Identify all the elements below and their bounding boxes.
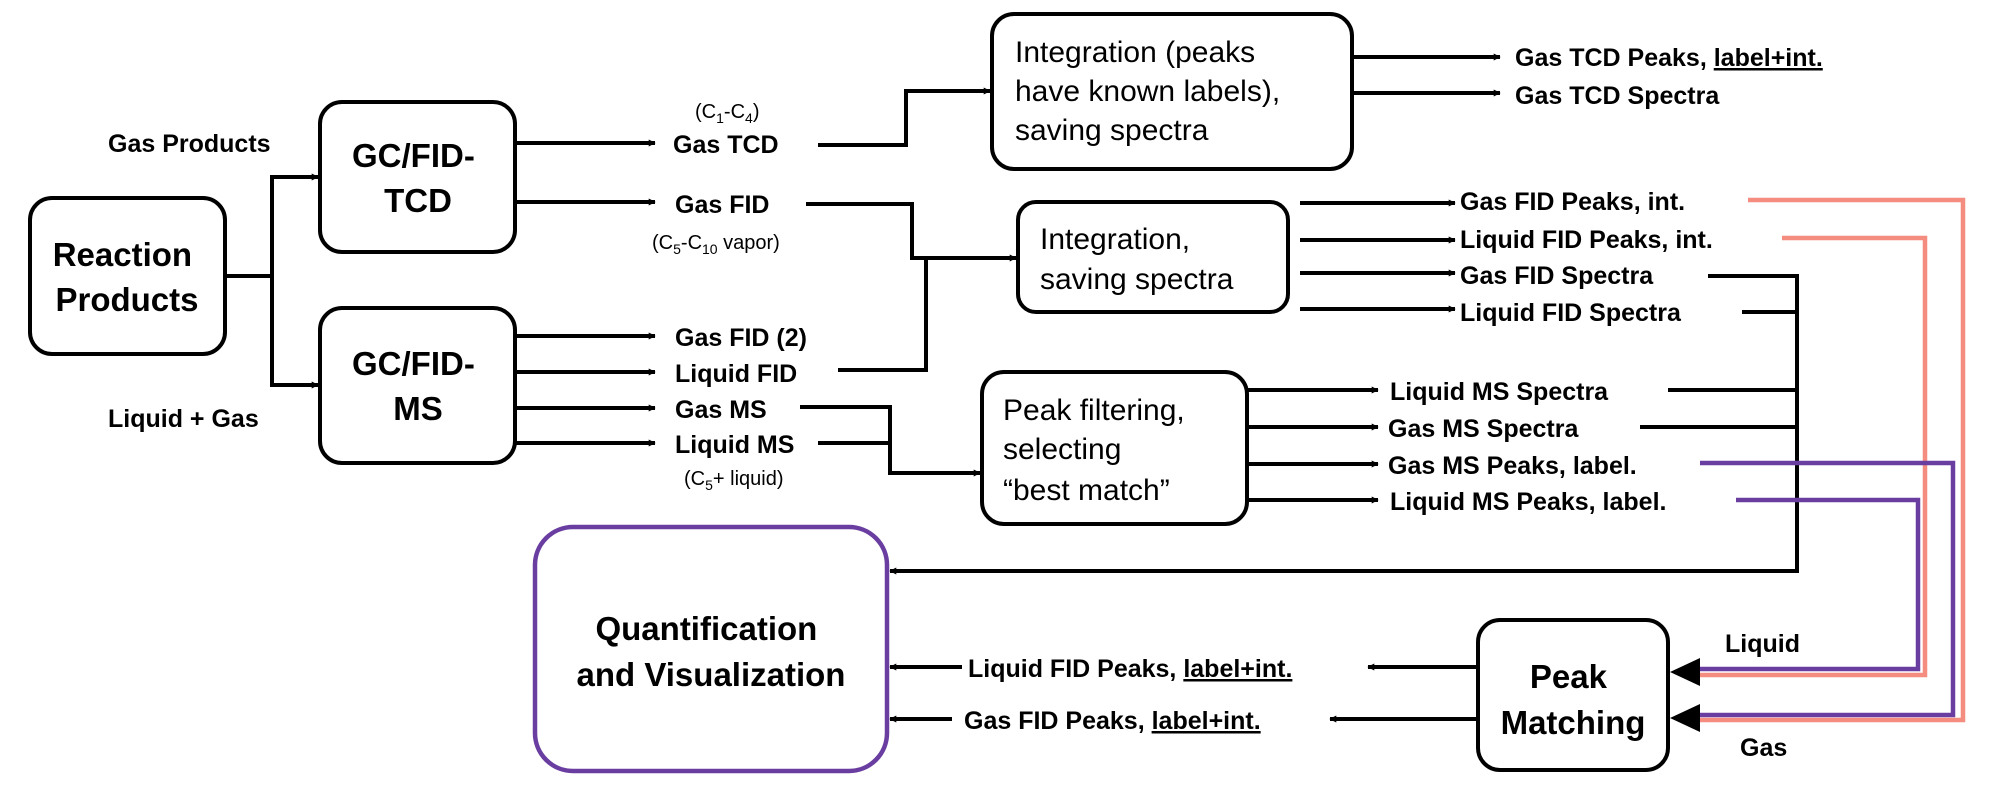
gas-tcd-to-integration-arrow (818, 87, 991, 147)
liquid-ms-label: Liquid MS (675, 431, 794, 459)
gas-in-arrowhead (1670, 704, 1700, 732)
rp-to-tcd-arrow (225, 173, 319, 278)
liquid-fid-peaks-int-output: Liquid FID Peaks, int. (1460, 226, 1713, 254)
peak-filtering-text: Peak filtering, selecting “best match” (1003, 394, 1193, 507)
spectra-collect-line (889, 274, 1799, 575)
c5-liquid-label: (C5+ liquid) (684, 468, 784, 493)
gas-fid-2-label: Gas FID (2) (675, 324, 807, 352)
quantification-box (532, 524, 890, 774)
gas-tcd-label: Gas TCD (673, 131, 779, 159)
salmon-gas-fid-line (1692, 197, 1966, 723)
rp-to-ms-arrow (270, 276, 319, 389)
peak-matching-box (1476, 618, 1670, 772)
liquid-input-label: Liquid (1725, 630, 1800, 658)
liquid-in-arrowhead (1670, 658, 1700, 686)
gas-input-label: Gas (1740, 734, 1787, 762)
gas-tcd-peaks-output: Gas TCD Peaks, label+int. (1515, 44, 1823, 72)
gas-ms-peaks-output: Gas MS Peaks, label. (1388, 452, 1637, 480)
peak-filtering-box (980, 370, 1249, 526)
purple-liquid-ms-line (1692, 497, 1921, 672)
liquid-gas-label: Liquid + Gas (108, 405, 259, 433)
gas-fid-label: Gas FID (675, 191, 769, 219)
gas-fid-to-integration-arrow (806, 202, 1017, 262)
gc-fid-ms-box (318, 306, 517, 465)
gas-fid-peaks-int-output: Gas FID Peaks, int. (1460, 188, 1685, 216)
reaction-products-box (28, 196, 227, 356)
liquid-fid-spectra-output: Liquid FID Spectra (1460, 299, 1682, 327)
gc-fid-tcd-box (318, 100, 517, 254)
gas-products-label: Gas Products (108, 130, 271, 158)
gas-ms-label: Gas MS (675, 396, 767, 424)
gc-fid-ms-title: GC/FID- MS (352, 345, 484, 427)
gas-ms-to-filtering-arrow (800, 405, 981, 477)
quantification-title: Quantification and Visualization (577, 610, 846, 693)
gas-ms-spectra-output: Gas MS Spectra (1388, 415, 1579, 443)
liquid-fid-to-integration-line (838, 258, 928, 372)
gc-fid-tcd-title: GC/FID- TCD (352, 137, 484, 219)
liquid-ms-peaks-output: Liquid MS Peaks, label. (1390, 488, 1666, 516)
gas-tcd-spectra-output: Gas TCD Spectra (1515, 82, 1720, 110)
liquid-fid-labelint-output: Liquid FID Peaks, label+int. (968, 655, 1292, 683)
c5-c10-vapor-label: (C5-C10 vapor) (652, 232, 780, 257)
integration-mid-box (1016, 200, 1290, 314)
gas-fid-spectra-output: Gas FID Spectra (1460, 262, 1654, 290)
gas-fid-labelint-output: Gas FID Peaks, label+int. (964, 707, 1261, 735)
integration-top-text: Integration (peaks have known labels), s… (1015, 36, 1289, 147)
c1-c4-label: (C1-C4) (695, 101, 759, 126)
purple-gas-ms-line (1692, 460, 1956, 718)
salmon-liquid-fid-line (1692, 235, 1928, 678)
liquid-fid-label: Liquid FID (675, 360, 797, 388)
liquid-ms-spectra-output: Liquid MS Spectra (1390, 378, 1609, 406)
integration-mid-text: Integration, saving spectra (1040, 223, 1234, 296)
peak-matching-title: Peak Matching (1501, 658, 1646, 741)
reaction-products-title: Reaction Products (53, 236, 202, 318)
